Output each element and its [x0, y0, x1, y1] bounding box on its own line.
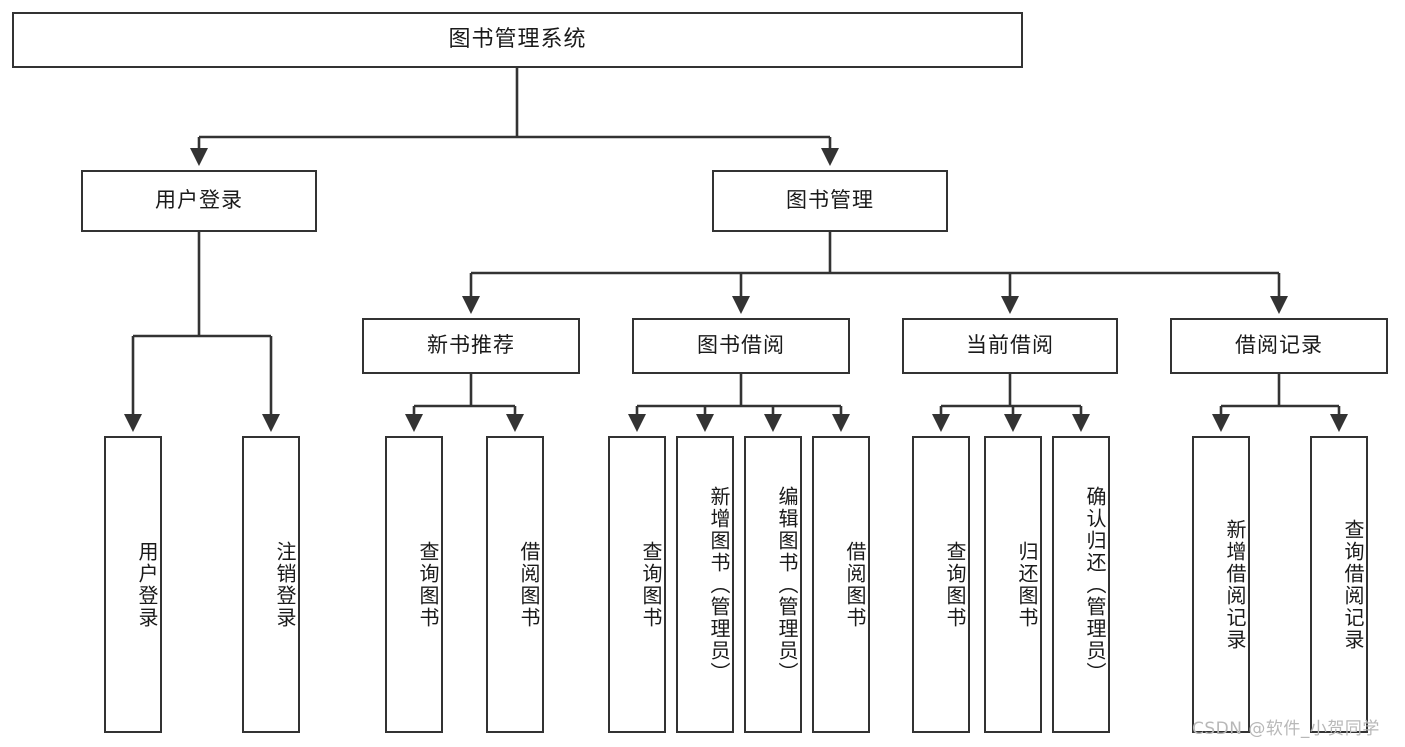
node-borrow-record[interactable]: 借阅记录 — [1170, 318, 1388, 374]
node-leaf-return-book[interactable]: 归还图书 — [984, 436, 1042, 733]
node-leaf-query-record-label: 查询借阅记录 — [1341, 518, 1365, 651]
node-current-borrow[interactable]: 当前借阅 — [902, 318, 1118, 374]
node-leaf-borrow-book-1-label: 借阅图书 — [517, 540, 541, 629]
node-leaf-logout-login[interactable]: 注销登录 — [242, 436, 300, 733]
node-leaf-query-book-3[interactable]: 查询图书 — [912, 436, 970, 733]
node-leaf-add-record[interactable]: 新增借阅记录 — [1192, 436, 1250, 733]
node-leaf-edit-book-label: 编辑图书（管理员） — [775, 485, 799, 684]
node-root[interactable]: 图书管理系统 — [12, 12, 1023, 68]
node-new-book-recommend[interactable]: 新书推荐 — [362, 318, 580, 374]
node-leaf-borrow-book-2[interactable]: 借阅图书 — [812, 436, 870, 733]
node-borrow-record-label: 借阅记录 — [1235, 333, 1323, 358]
node-leaf-borrow-book-1[interactable]: 借阅图书 — [486, 436, 544, 733]
node-leaf-add-record-label: 新增借阅记录 — [1223, 518, 1247, 651]
node-user-login[interactable]: 用户登录 — [81, 170, 317, 232]
node-leaf-confirm-return-label: 确认归还（管理员） — [1083, 485, 1107, 684]
node-leaf-edit-book[interactable]: 编辑图书（管理员） — [744, 436, 802, 733]
node-leaf-query-book-1-label: 查询图书 — [416, 540, 440, 629]
node-leaf-query-book-1[interactable]: 查询图书 — [385, 436, 443, 733]
node-leaf-add-book[interactable]: 新增图书（管理员） — [676, 436, 734, 733]
node-book-borrow[interactable]: 图书借阅 — [632, 318, 850, 374]
node-root-label: 图书管理系统 — [448, 26, 587, 52]
node-leaf-borrow-book-2-label: 借阅图书 — [843, 540, 867, 629]
node-leaf-return-book-label: 归还图书 — [1015, 540, 1039, 629]
node-book-manage[interactable]: 图书管理 — [712, 170, 948, 232]
node-leaf-query-book-3-label: 查询图书 — [943, 540, 967, 629]
node-user-login-label: 用户登录 — [155, 188, 243, 213]
node-leaf-query-record[interactable]: 查询借阅记录 — [1310, 436, 1368, 733]
node-book-manage-label: 图书管理 — [786, 188, 874, 213]
node-leaf-confirm-return[interactable]: 确认归还（管理员） — [1052, 436, 1110, 733]
node-leaf-user-login[interactable]: 用户登录 — [104, 436, 162, 733]
node-leaf-query-book-2-label: 查询图书 — [639, 540, 663, 629]
node-book-borrow-label: 图书借阅 — [697, 333, 785, 358]
node-new-book-recommend-label: 新书推荐 — [427, 333, 515, 358]
node-leaf-user-login-label: 用户登录 — [135, 540, 159, 629]
node-current-borrow-label: 当前借阅 — [966, 333, 1054, 358]
csdn-watermark: CSDN @软件_小贺同学 — [1192, 719, 1380, 739]
node-leaf-add-book-label: 新增图书（管理员） — [707, 485, 731, 684]
node-leaf-logout-login-label: 注销登录 — [273, 540, 297, 629]
node-leaf-query-book-2[interactable]: 查询图书 — [608, 436, 666, 733]
